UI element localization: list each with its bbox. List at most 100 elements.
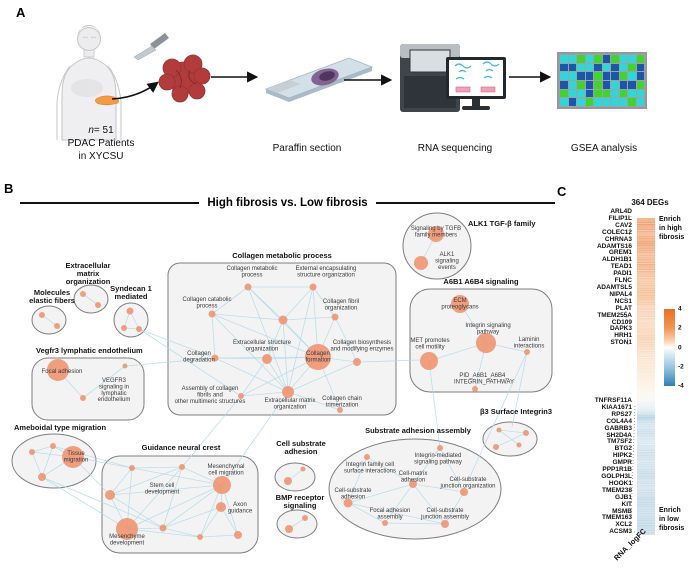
gene-label-low: HIPK2 [612, 452, 632, 460]
gene-label-high: HRH1 [614, 332, 632, 340]
patient-caption-line1: PDAC Patients [67, 138, 135, 149]
node-label: Focal adhesion [42, 369, 83, 375]
gsea-cell [619, 55, 627, 63]
gene-label-low: GABRB3 [604, 424, 632, 432]
cluster-title: Guidance neural crest [142, 443, 221, 452]
title-line-right [375, 202, 556, 204]
title-line-left [20, 202, 200, 204]
gene-label-high: NCS1 [614, 297, 632, 305]
cluster-alk1-tgfb-family [402, 212, 472, 280]
gene-label-low: KIT [621, 500, 632, 508]
pathway-node [305, 344, 331, 370]
gene-label-low: SH2D4A [606, 431, 632, 439]
gene-label-high: GREM1 [608, 249, 632, 257]
gsea-cell [560, 89, 568, 98]
gsea-cell [602, 72, 610, 80]
cluster-title: Substrate adhesion assembly [365, 426, 472, 435]
pathway-node [105, 490, 115, 500]
pathway-node [38, 473, 46, 481]
pathway-node [414, 256, 428, 270]
node-label: PID_A6B1_A6B4_INTEGRIN_PATHWAY [454, 373, 514, 385]
gsea-cell [602, 80, 610, 89]
pathway-node [179, 464, 185, 470]
gsea-cell [568, 80, 576, 89]
gsea-cell [602, 63, 610, 72]
gsea-cell [619, 63, 627, 72]
gsea-cell [619, 89, 627, 98]
gene-label-high: ADAMTSL5 [596, 283, 632, 291]
gsea-cell [577, 98, 585, 106]
pathway-node [523, 430, 529, 436]
gsea-cell [577, 89, 585, 98]
pancreas-shape [95, 95, 119, 106]
cluster-bmp-receptor-signaling [276, 509, 318, 539]
cluster-substrate-adhesion-assembly [328, 438, 502, 540]
gene-label-low: ACSM3 [609, 528, 632, 536]
slide-illustration [264, 57, 374, 102]
gsea-cell [577, 55, 585, 63]
gene-label-high: ARL4D [610, 208, 632, 215]
pathway-node [409, 480, 417, 488]
pathway-node [524, 349, 530, 355]
patient-illustration [56, 25, 122, 141]
gsea-cell [585, 72, 593, 80]
gene-label-high: FILIP1L [608, 214, 632, 222]
gsea-cell [585, 98, 593, 106]
gene-label-low: PPP1R1B [602, 466, 632, 474]
gsea-cell [611, 63, 619, 72]
panel-c-letter: C [557, 184, 567, 199]
pathway-node [213, 476, 231, 494]
gene-label-low: TMEM163 [602, 514, 632, 522]
gsea-cell [594, 89, 602, 98]
cluster-title: β3 Surface Integrin3 [480, 407, 552, 416]
gsea-caption: GSEA analysis [570, 143, 638, 154]
scalpel-icon [133, 33, 169, 61]
pathway-node [302, 515, 308, 521]
gsea-cell [636, 63, 644, 72]
gsea-cell [611, 80, 619, 89]
gene-label-low: RPS27 [611, 410, 632, 418]
gsea-cell [602, 55, 610, 63]
gene-label-high: ADAMTS16 [596, 242, 632, 250]
gsea-cell [628, 63, 636, 72]
cluster-title: Collagen metabolic process [232, 251, 332, 260]
gsea-cell [636, 89, 644, 98]
heatmap [637, 218, 655, 535]
gene-label-low: GJB1 [615, 493, 632, 501]
gsea-cell [585, 89, 593, 98]
colorbar-tick: -2 [678, 363, 684, 371]
gsea-cell [611, 98, 619, 106]
gsea-cell [560, 63, 568, 72]
rna-caption: RNA sequencing [417, 143, 493, 154]
gsea-cell [611, 55, 619, 63]
enrich-high-label: Enrich in high fibrosis [659, 216, 685, 241]
gene-label-low: TMEM238 [602, 486, 632, 494]
gsea-cell [568, 72, 576, 80]
cluster-title: Vegfr3 lymphatic endothelium [36, 346, 143, 355]
colorbar-tick: 0 [678, 344, 682, 351]
pathway-node [493, 444, 499, 450]
pathway-node [282, 386, 294, 398]
pathway-node [62, 446, 84, 468]
